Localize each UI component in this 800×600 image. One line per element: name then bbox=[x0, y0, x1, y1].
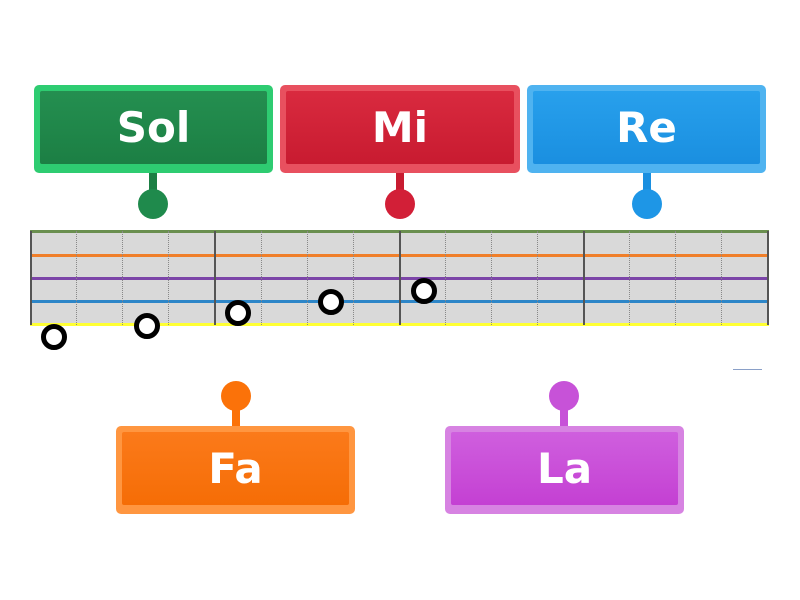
subdivision-line bbox=[675, 231, 676, 325]
note-target-2[interactable] bbox=[134, 313, 160, 339]
subdivision-line bbox=[353, 231, 354, 325]
label-sol-pin[interactable] bbox=[138, 189, 168, 219]
label-re-stem bbox=[643, 173, 651, 195]
subdivision-line bbox=[307, 231, 308, 325]
bar-line bbox=[767, 231, 769, 325]
label-sol-stem bbox=[149, 173, 157, 195]
subdivision-line bbox=[122, 231, 123, 325]
label-mi-pin[interactable] bbox=[385, 189, 415, 219]
bar-line bbox=[214, 231, 216, 325]
label-sol[interactable]: Sol bbox=[34, 85, 273, 173]
note-target-4[interactable] bbox=[318, 289, 344, 315]
subdivision-line bbox=[261, 231, 262, 325]
subdivision-line bbox=[629, 231, 630, 325]
bar-line bbox=[583, 231, 585, 325]
label-sol-text: Sol bbox=[116, 102, 191, 152]
label-mi[interactable]: Mi bbox=[280, 85, 520, 173]
label-fa-text: Fa bbox=[208, 443, 263, 493]
small-marker-line bbox=[733, 369, 762, 370]
subdivision-line bbox=[721, 231, 722, 325]
label-la-text: La bbox=[536, 443, 593, 493]
label-re-pin[interactable] bbox=[632, 189, 662, 219]
label-mi-stem bbox=[396, 173, 404, 195]
label-la-stem bbox=[560, 404, 568, 428]
subdivision-line bbox=[491, 231, 492, 325]
note-target-5[interactable] bbox=[411, 278, 437, 304]
label-re[interactable]: Re bbox=[527, 85, 766, 173]
label-fa-stem bbox=[232, 404, 240, 428]
bar-line bbox=[30, 231, 32, 325]
bar-line bbox=[399, 231, 401, 325]
subdivision-line bbox=[168, 231, 169, 325]
note-target-1[interactable] bbox=[41, 324, 67, 350]
label-mi-text: Mi bbox=[371, 102, 429, 152]
subdivision-line bbox=[445, 231, 446, 325]
note-target-3[interactable] bbox=[225, 300, 251, 326]
label-fa[interactable]: Fa bbox=[116, 426, 355, 514]
label-la[interactable]: La bbox=[445, 426, 684, 514]
subdivision-line bbox=[537, 231, 538, 325]
label-re-text: Re bbox=[616, 102, 677, 152]
subdivision-line bbox=[76, 231, 77, 325]
